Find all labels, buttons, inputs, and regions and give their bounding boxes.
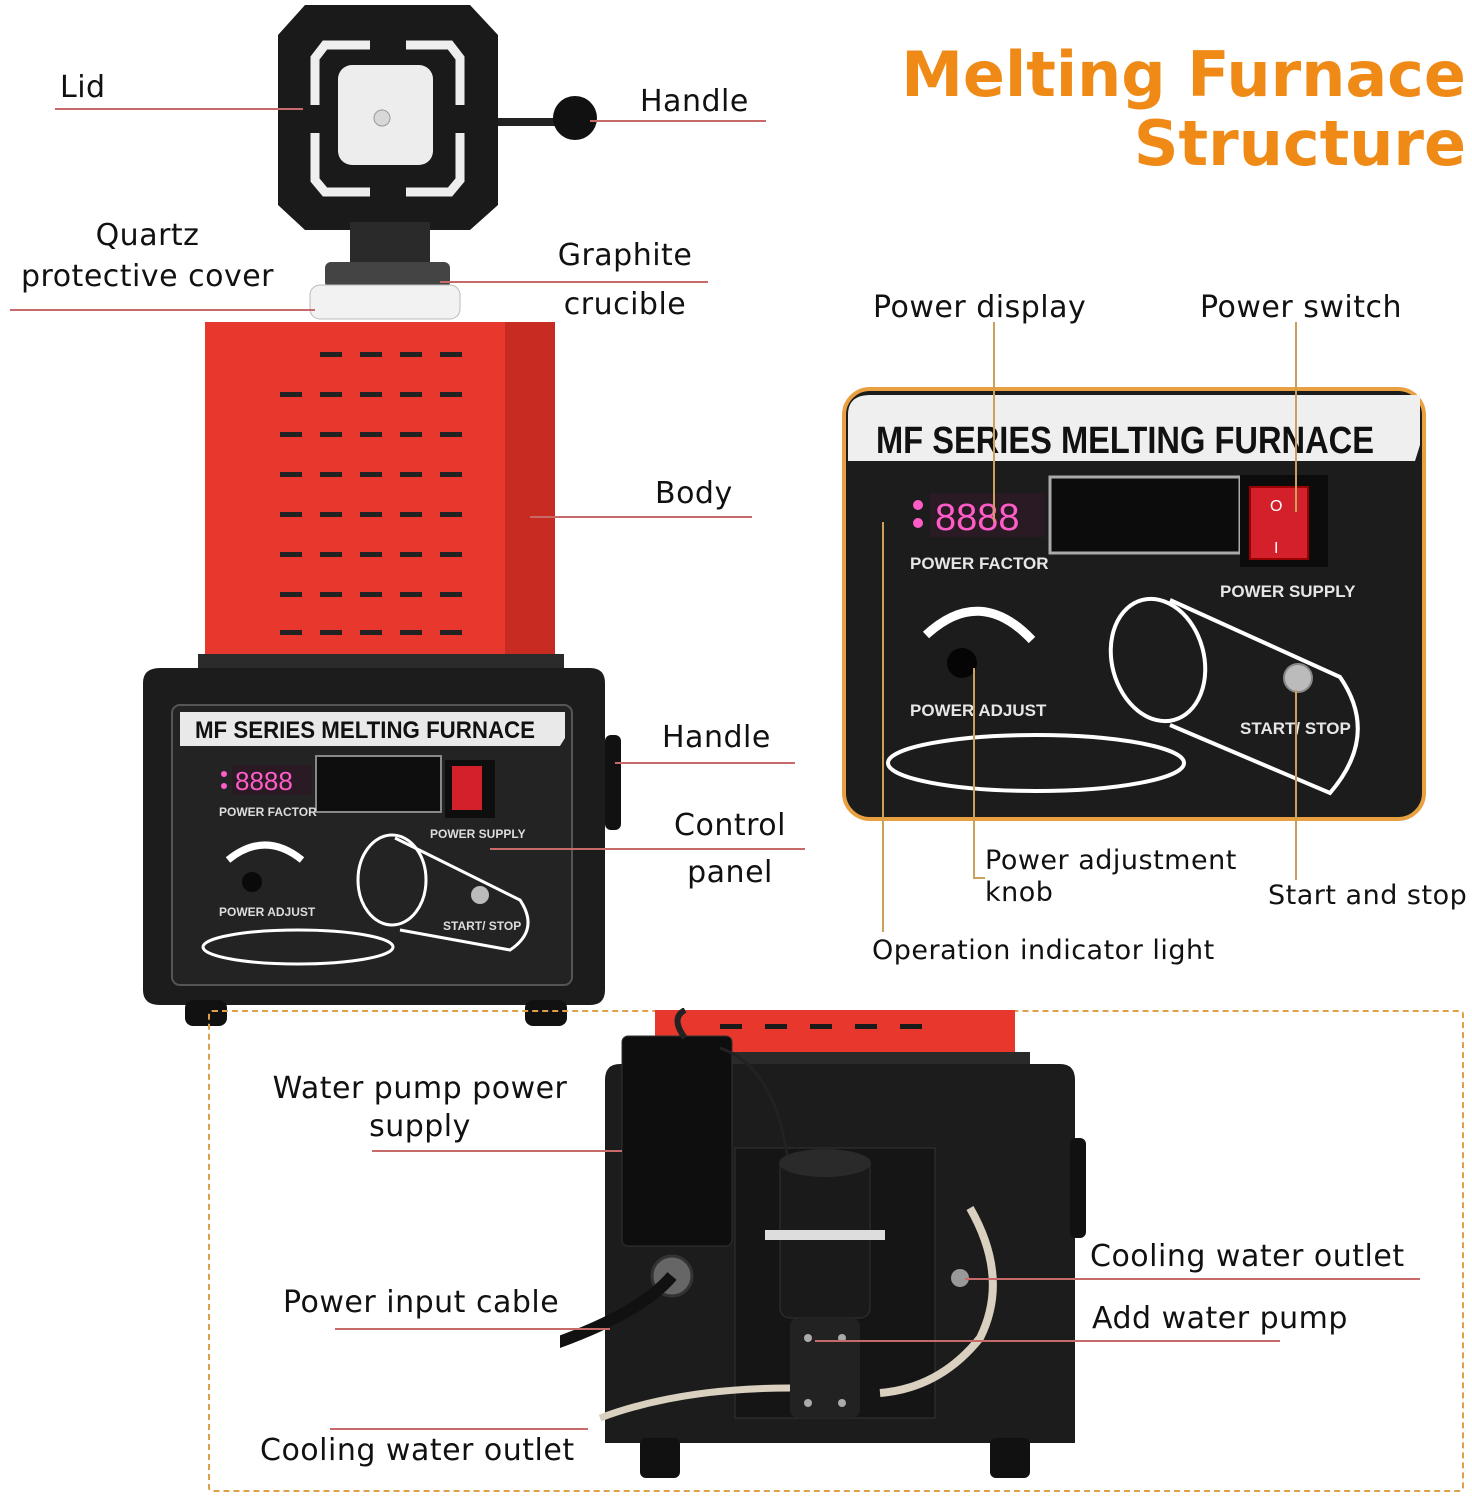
furnace-illustration: MF SERIES MELTING FURNACE 8888 POWER FAC… (143, 5, 621, 1026)
control-panel-closeup: MF SERIES MELTING FURNACE 8888 POWER FAC… (842, 387, 1426, 821)
quartz-label-line-2: protective cover (20, 259, 275, 294)
cooling-outlet-bottom-label: Cooling water outlet (260, 1433, 575, 1468)
rear-view-illustration (560, 1008, 1086, 1478)
quartz-label: Quartz protective cover (0, 218, 295, 294)
closeup-power-adjust: POWER ADJUST (910, 701, 1047, 720)
operation-indicator-label: Operation indicator light (872, 935, 1215, 966)
lid-label: Lid (60, 70, 106, 105)
closeup-switch-off: I (1274, 540, 1278, 557)
pump-power-label-line-2: supply (369, 1108, 471, 1144)
graphite-label-line-2: crucible (563, 287, 687, 322)
mini-power-supply: POWER SUPPLY (430, 827, 526, 841)
start-stop-label: Start and stop (1268, 880, 1468, 911)
control-panel-label-line-2: panel (687, 855, 773, 890)
power-switch-label: Power switch (1200, 290, 1403, 325)
cooling-outlet-bottom-leader-line (330, 1428, 588, 1430)
pump-power-leader-line (372, 1150, 622, 1152)
closeup-power-supply: POWER SUPPLY (1220, 582, 1356, 601)
power-input-leader-line (335, 1328, 610, 1330)
control-panel-label-line-1: Control (674, 808, 786, 843)
control-panel-label: Control panel (650, 808, 810, 890)
mini-power-factor: POWER FACTOR (219, 805, 317, 819)
handle-top-leader-line (590, 120, 766, 122)
closeup-display-digits: 8888 (935, 497, 1020, 539)
power-switch-leader (1295, 322, 1297, 512)
cooling-outlet-right-leader-line (965, 1278, 1420, 1280)
power-adjust-knob-label-line-2: knob (985, 877, 1054, 909)
handle-top-label: Handle (640, 84, 749, 119)
handle-side-leader-line (615, 762, 795, 764)
pump-power-label: Water pump power supply (255, 1070, 585, 1145)
lid-leader-line (55, 108, 303, 110)
title: Melting Furnace Structure (766, 40, 1466, 179)
power-display-label: Power display (873, 290, 1087, 325)
quartz-leader-line (10, 309, 315, 311)
power-input-label: Power input cable (283, 1285, 560, 1320)
add-pump-label: Add water pump (1092, 1301, 1348, 1336)
title-line-2: Structure (1133, 107, 1466, 181)
indicator-leader (882, 522, 884, 932)
vent-slots (280, 352, 462, 635)
start-stop-leader (1295, 690, 1297, 880)
closeup-power-factor: POWER FACTOR (910, 554, 1049, 573)
mini-power-adjust: POWER ADJUST (219, 905, 316, 919)
mini-display-digits: 8888 (235, 766, 293, 796)
mini-panel-brand: MF SERIES MELTING FURNACE (195, 717, 535, 744)
graphite-leader-line (440, 281, 708, 283)
body-label: Body (655, 476, 733, 511)
closeup-switch-on: O (1270, 498, 1282, 515)
adjust-knob-leader-h (973, 877, 985, 879)
add-pump-leader-line (815, 1340, 1280, 1342)
power-adjust-knob-label: Power adjustment knob (985, 845, 1237, 910)
quartz-label-line-1: Quartz (95, 218, 200, 253)
title-line-1: Melting Furnace (901, 38, 1466, 111)
control-panel-leader-line (490, 848, 805, 850)
pump-power-label-line-1: Water pump power (272, 1071, 568, 1106)
handle-side-label: Handle (662, 720, 771, 755)
cooling-outlet-right-label: Cooling water outlet (1090, 1239, 1405, 1274)
graphite-label-line-1: Graphite (557, 238, 693, 273)
power-display-leader (993, 322, 995, 522)
power-adjust-knob-label-line-1: Power adjustment (985, 845, 1237, 876)
closeup-brand: MF SERIES MELTING FURNACE (876, 420, 1374, 462)
body-leader-line (530, 516, 752, 518)
adjust-knob-leader (973, 668, 975, 878)
mini-start-stop: START/ STOP (443, 919, 521, 933)
graphite-label: Graphite crucible (540, 238, 710, 322)
